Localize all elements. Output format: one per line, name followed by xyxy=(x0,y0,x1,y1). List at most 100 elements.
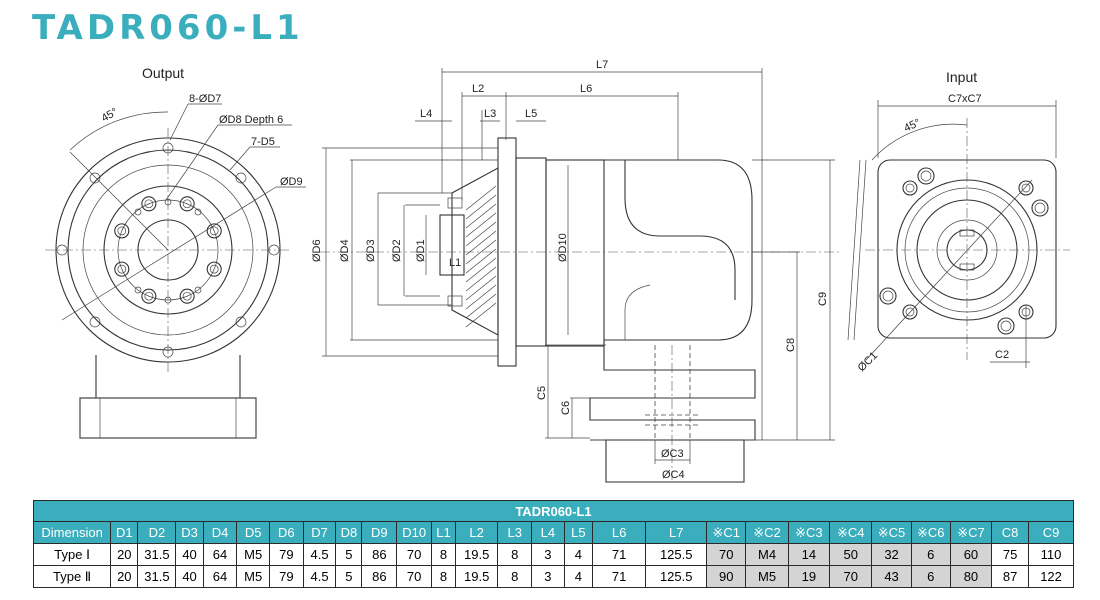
dim-d4: ØD4 xyxy=(339,239,351,262)
table-cell: 110 xyxy=(1028,543,1074,566)
bolt-hole-inner xyxy=(144,291,154,301)
table-cell: M5 xyxy=(236,543,270,566)
column-header: ※C7 xyxy=(949,521,993,544)
callout-c1: ØC1 xyxy=(856,350,880,374)
table-cell: 31.5 xyxy=(137,565,177,588)
input-view: Input C7xC7 45° ØC1 C2 xyxy=(847,69,1070,374)
column-header: C9 xyxy=(1028,521,1074,544)
hatch-line xyxy=(465,221,497,247)
dim-d3: ØD3 xyxy=(365,239,377,262)
input-view-label: Input xyxy=(946,69,977,85)
column-header: D5 xyxy=(236,521,270,544)
table-cell: 4 xyxy=(563,565,593,588)
column-header: D3 xyxy=(175,521,204,544)
pin-hole xyxy=(194,208,202,216)
column-header: L4 xyxy=(531,521,565,544)
table-cell: 4.5 xyxy=(302,565,337,588)
hatch-line xyxy=(465,302,497,328)
bolt-hole xyxy=(179,196,195,212)
row-label: Type Ⅰ xyxy=(32,543,112,566)
column-header: D1 xyxy=(110,521,139,544)
bolt-hole xyxy=(114,223,130,239)
dim-l1: L1 xyxy=(449,257,461,269)
table-cell: 14 xyxy=(787,543,831,566)
table-cell: 79 xyxy=(269,543,304,566)
hatch-line xyxy=(465,275,497,301)
bolt-hole xyxy=(141,196,157,212)
column-header: C8 xyxy=(991,521,1030,544)
dim-c9: C9 xyxy=(817,292,829,306)
input-angle-label: 45° xyxy=(902,117,922,135)
mounting-hole-inner xyxy=(905,183,915,193)
table-cell: 86 xyxy=(361,565,398,588)
column-header: D10 xyxy=(396,521,433,544)
hatch-line xyxy=(465,230,497,256)
row-label: Type Ⅱ xyxy=(32,565,112,588)
table-cell: 64 xyxy=(202,543,238,566)
output-angle-label: 45° xyxy=(100,106,120,125)
pin-hole xyxy=(194,286,202,294)
bolt-hole-inner xyxy=(209,226,219,236)
table-cell: 6 xyxy=(910,543,951,566)
table-cell: 8 xyxy=(431,543,456,566)
bolt-hole-inner xyxy=(144,199,154,209)
column-header: D9 xyxy=(361,521,398,544)
mounting-hole xyxy=(902,180,918,196)
table-cell: 40 xyxy=(175,543,204,566)
counterbore xyxy=(997,317,1015,335)
column-header: ※C1 xyxy=(706,521,747,544)
column-header: L3 xyxy=(497,521,533,544)
table-cell: 86 xyxy=(361,543,398,566)
table-cell: 71 xyxy=(591,565,647,588)
bolt-hole-inner xyxy=(209,264,219,274)
table-cell: 8 xyxy=(497,543,533,566)
dim-c3: ØC3 xyxy=(661,448,684,460)
callout-c2: C2 xyxy=(995,349,1009,361)
callout-d9: ØD9 xyxy=(280,176,303,188)
hatch-line xyxy=(465,203,497,229)
table-cell: 32 xyxy=(871,543,912,566)
callout-d7-holes: 8-ØD7 xyxy=(189,93,221,105)
hatch-line xyxy=(465,266,497,292)
hatch-line xyxy=(465,284,497,310)
bolt-hole-inner xyxy=(117,226,127,236)
technical-drawing: Output 45° 8-ØD7 ØD8 Depth 6 7-D5 ØD9 xyxy=(45,59,1070,483)
table-cell: 20 xyxy=(110,565,139,588)
callout-d5-holes: 7-D5 xyxy=(251,136,275,148)
flange-hole xyxy=(235,316,247,328)
column-header: ※C2 xyxy=(745,521,789,544)
dim-c8: C8 xyxy=(785,338,797,352)
bolt-hole xyxy=(206,261,222,277)
table-cell: 70 xyxy=(829,565,873,588)
column-header: D4 xyxy=(202,521,238,544)
table-cell: 5 xyxy=(335,543,363,566)
bolt-hole xyxy=(141,288,157,304)
table-cell: 20 xyxy=(110,543,139,566)
table-cell: 3 xyxy=(531,565,565,588)
dim-d1: ØD1 xyxy=(415,239,427,262)
page-title: TADR060-L1 xyxy=(32,8,304,48)
table-cell: M5 xyxy=(745,565,789,588)
dim-l2: L2 xyxy=(472,83,484,95)
column-header: ※C4 xyxy=(829,521,873,544)
table-cell: M4 xyxy=(745,543,789,566)
table-cell: 90 xyxy=(706,565,747,588)
column-header: Dimension xyxy=(32,521,112,544)
mounting-hole xyxy=(902,304,918,320)
table-cell: 122 xyxy=(1028,565,1074,588)
bolt-hole xyxy=(179,288,195,304)
column-header: D6 xyxy=(269,521,304,544)
column-header: D8 xyxy=(335,521,363,544)
table-cell: 3 xyxy=(531,543,565,566)
hatch-line xyxy=(465,293,497,319)
bolt-hole xyxy=(114,261,130,277)
hatch-line xyxy=(465,257,497,283)
table-cell: 19.5 xyxy=(454,543,499,566)
table-cell: 8 xyxy=(497,565,533,588)
hatch-line xyxy=(465,248,497,274)
table-cell: 31.5 xyxy=(137,543,177,566)
callout-d8-depth: ØD8 Depth 6 xyxy=(219,114,283,126)
